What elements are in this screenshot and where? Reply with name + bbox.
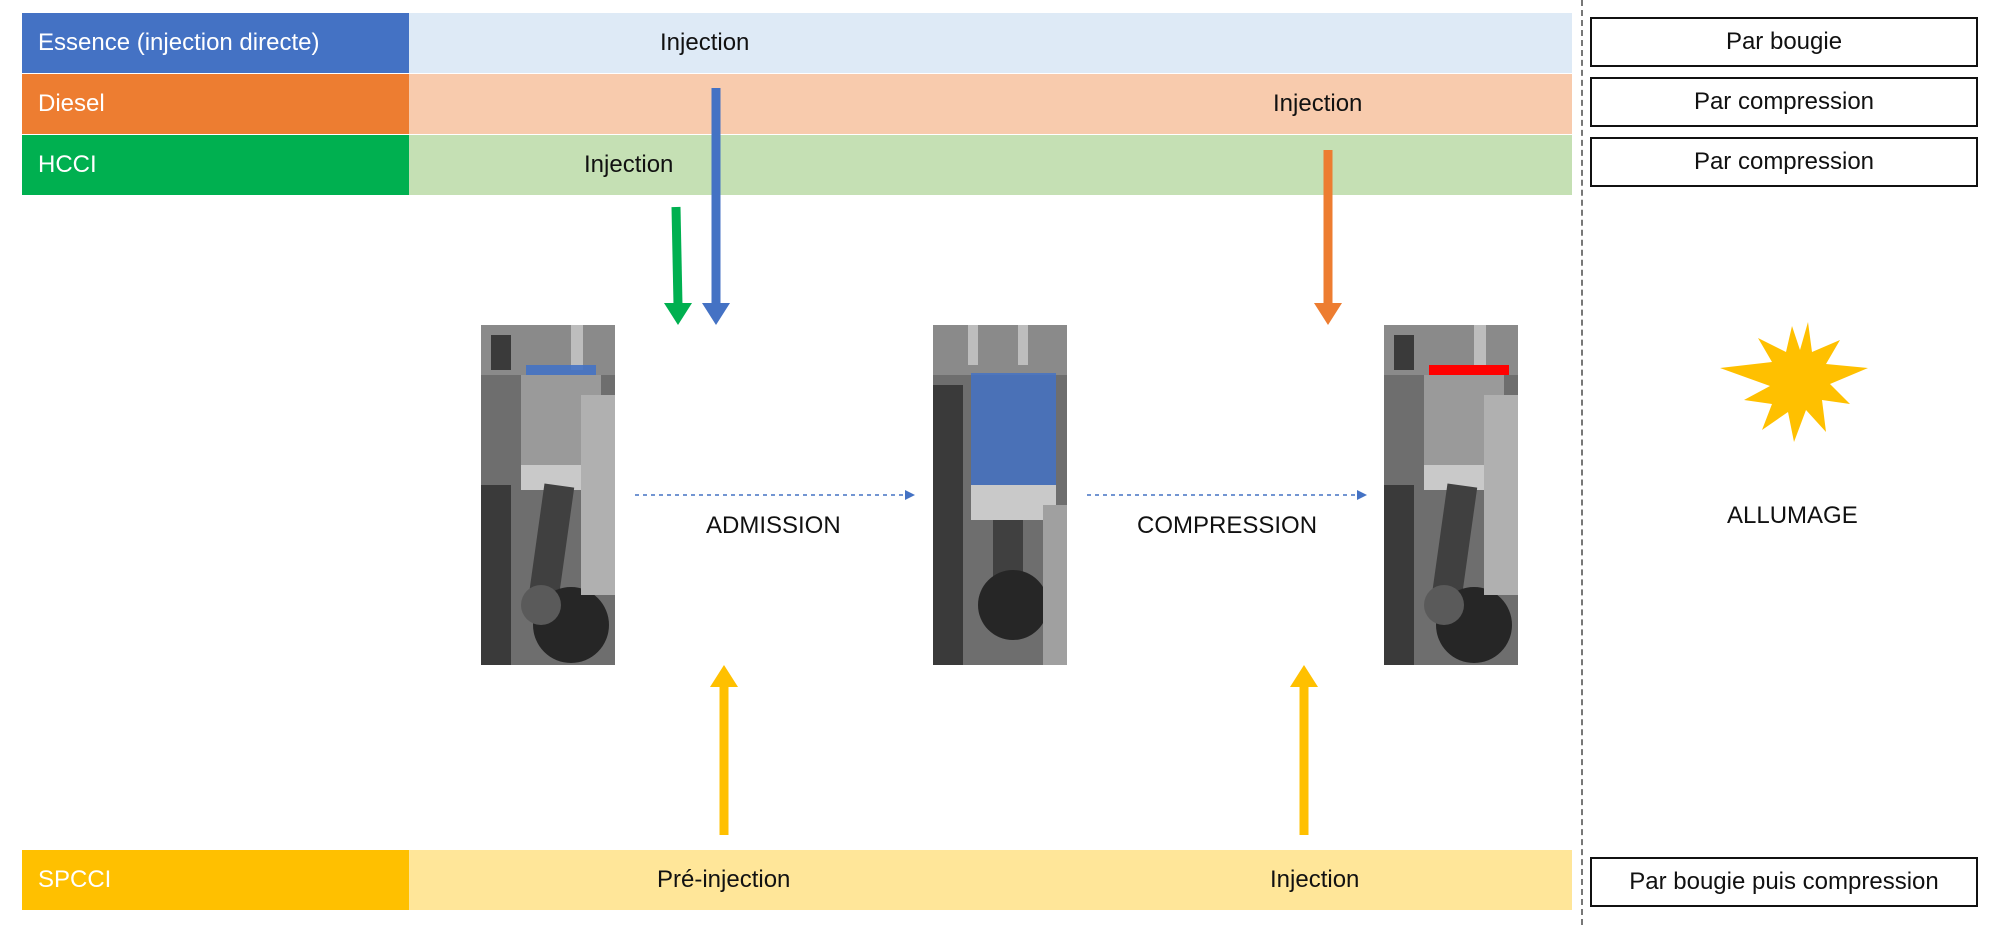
engine-cylinder-cutaway-icon (1384, 325, 1518, 665)
engine-cylinder-cutaway-icon (481, 325, 615, 665)
stage-label-admission: ADMISSION (706, 512, 841, 539)
ignition-box-hcci: Par compression (1590, 137, 1978, 187)
band-body-essence: Injection (409, 13, 1572, 73)
ignition-box-diesel: Par compression (1590, 77, 1978, 127)
injection-label-hcci: Injection (584, 151, 674, 178)
injection-arrow-spcci (1290, 665, 1318, 835)
band-hcci: HCCI Injection (22, 135, 1572, 195)
spark-starburst-icon (1720, 322, 1868, 442)
injection-label-diesel: Injection (1273, 90, 1363, 117)
column-divider (1581, 0, 1583, 925)
fuel-label-hcci: HCCI (22, 135, 409, 195)
ignition-box-essence: Par bougie (1590, 17, 1978, 67)
fuel-label-spcci: SPCCI (22, 850, 409, 910)
band-body-diesel: Injection (409, 74, 1572, 134)
injection-arrow-hcci (664, 206, 692, 325)
band-spcci: SPCCI Pré-injection Injection (22, 850, 1572, 910)
band-diesel: Diesel Injection (22, 74, 1572, 134)
injection-arrow-diesel (1314, 150, 1342, 325)
engine-cylinder-cutaway-icon (933, 325, 1067, 665)
band-essence: Essence (injection directe) Injection (22, 13, 1572, 73)
band-body-hcci: Injection (409, 135, 1572, 195)
fuel-label-diesel: Diesel (22, 74, 409, 134)
ignition-box-spcci: Par bougie puis compression (1590, 857, 1978, 907)
injection-label-spcci: Injection (1270, 866, 1360, 893)
stage-label-compression: COMPRESSION (1137, 512, 1318, 539)
injection-arrow-essence (702, 88, 730, 325)
injection-label-essence: Injection (660, 29, 750, 56)
preinjection-arrow-spcci (710, 665, 738, 835)
stage-label-allumage: ALLUMAGE (1727, 502, 1858, 529)
band-body-spcci: Pré-injection Injection (409, 850, 1572, 910)
fuel-label-essence: Essence (injection directe) (22, 13, 409, 73)
preinjection-label-spcci: Pré-injection (657, 866, 791, 893)
